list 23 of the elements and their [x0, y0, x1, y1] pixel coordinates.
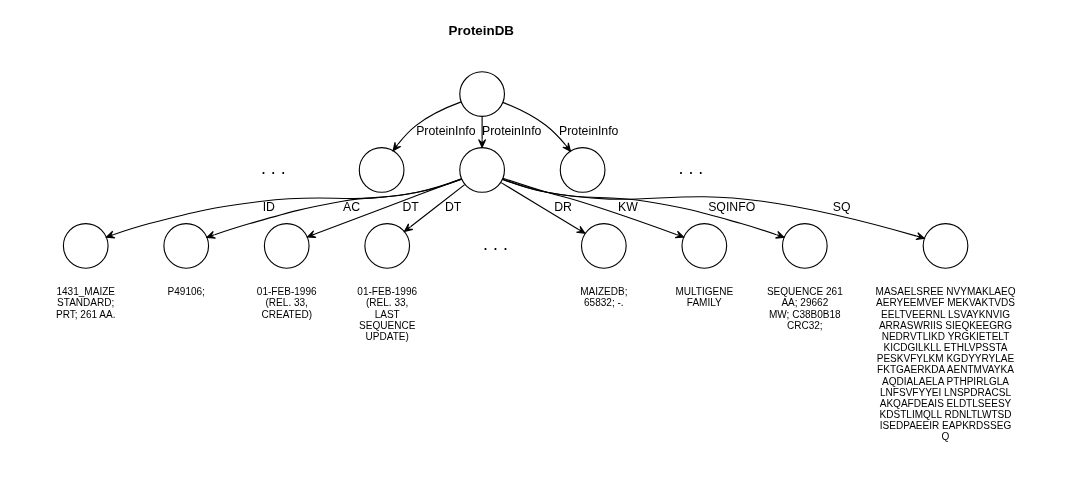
- edge-label: ID: [262, 200, 275, 215]
- node-label: 01-FEB-1996 (REL. 33, CREATED): [256, 286, 317, 320]
- node-label: MASAELSREE NVYMAKLAEQ AERYEEMVEF MEKVAKTVDS EELTVEERNL LSVAYKNVIG ARRASWRIIS SIEQKEEGRG NEDRVTLIKD YRGKIETELT KICDGILKLL ETHLVPSSTA PESKVFYLKM KGDYYRYLAE FKTGAERKDA AENTMVAYKA AQDIALAELA PTHPIRLGLA LNFSVFYYEI LNSPDRACSL AKQAFDEAIS ELDTLSEESY KDSTLIMQLL RDNLTLWTSD ISEDPAEEIR EAPKRDSSEG Q: [875, 286, 1016, 443]
- node-label: 01-FEB-1996 (REL. 33, LAST SEQUENCE UPDATE): [357, 286, 418, 342]
- label: . . .: [260, 158, 286, 179]
- node-label: SEQUENCE 261 AA; 29662 MW; C38B0B18 CRC32;: [766, 286, 843, 331]
- node-label: 1431_MAIZE STANDARD; PRT; 261 AA.: [55, 286, 116, 320]
- label: . . .: [483, 234, 508, 255]
- label: . . .: [678, 158, 704, 179]
- edge-label: DT: [402, 200, 419, 215]
- edge-label: ProteinInfo: [559, 124, 619, 139]
- edge-label: ProteinInfo: [416, 124, 476, 139]
- node-label: MULTIGENE FAMILY: [675, 286, 734, 309]
- edge-label: ProteinInfo: [482, 124, 542, 139]
- edge-label: KW: [617, 200, 638, 215]
- edge-label: SQ: [832, 200, 851, 215]
- edge-label: SQINFO: [708, 200, 756, 215]
- node-label: ProteinDB: [448, 22, 515, 38]
- edge-label: DR: [554, 200, 572, 215]
- node-label: MAIZEDB; 65832; -.: [580, 286, 628, 309]
- edge-label: DT: [444, 200, 462, 215]
- edge-label: AC: [342, 200, 361, 215]
- node-label: P49106;: [167, 286, 205, 298]
